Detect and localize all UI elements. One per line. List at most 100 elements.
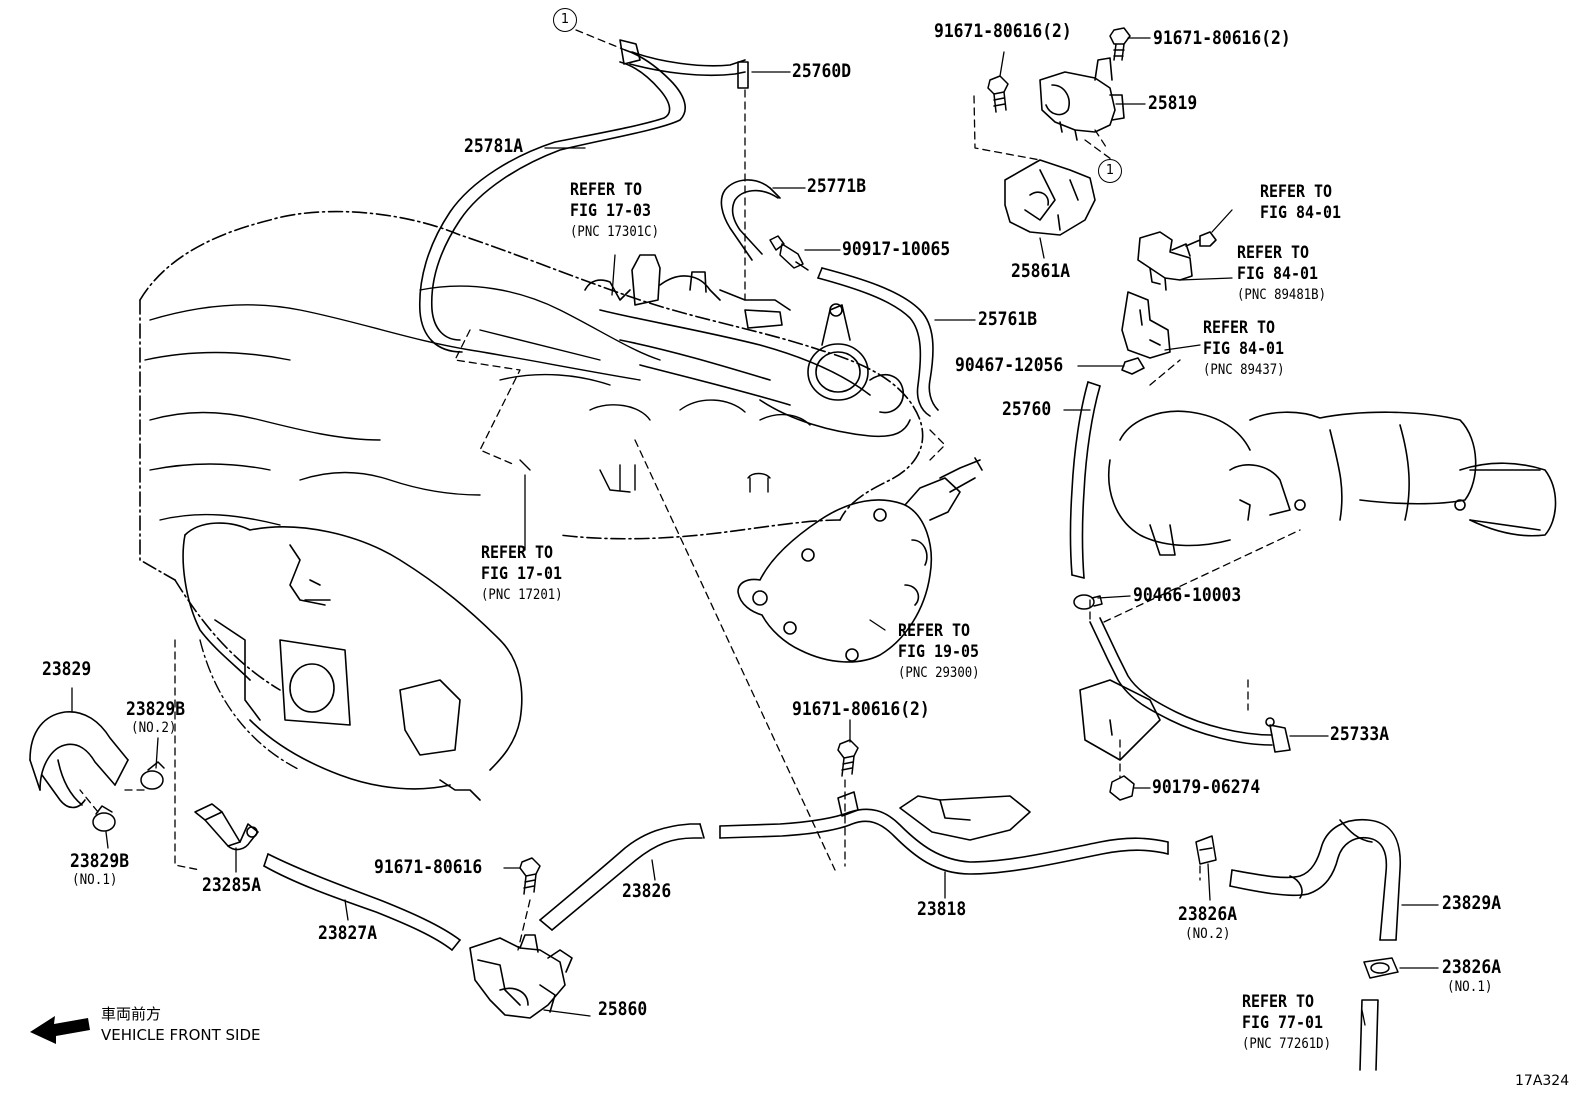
label-90466-10003: 90466-10003 bbox=[1133, 584, 1242, 606]
refer-fig: FIG 17-01 bbox=[481, 564, 563, 584]
label-90467-12056: 90467-12056 bbox=[955, 354, 1064, 376]
callout-1-top: 1 bbox=[553, 8, 577, 32]
refer-line: REFER TO bbox=[1260, 182, 1333, 202]
label-91671-80616: 91671-80616 bbox=[374, 856, 483, 878]
refer-line: REFER TO bbox=[1203, 318, 1276, 338]
vsv-25860 bbox=[469, 934, 573, 1019]
refer-line: REFER TO bbox=[481, 543, 554, 563]
label-91671-80616-2-b: 91671-80616(2) bbox=[1153, 27, 1291, 49]
refer-fig: FIG 84-01 bbox=[1260, 203, 1342, 223]
clamp-90466-10003 bbox=[1073, 594, 1103, 610]
part-23285A bbox=[194, 803, 259, 851]
label-91671-80616-2-c: 91671-80616(2) bbox=[792, 698, 930, 720]
hose-25771B bbox=[720, 179, 781, 261]
diagram-id: 17A324 bbox=[1515, 1073, 1570, 1089]
label-90917-10065: 90917-10065 bbox=[842, 238, 951, 260]
note-no2-23826A: (NO.2) bbox=[1185, 926, 1231, 942]
label-23826A-no1: 23826A bbox=[1442, 956, 1502, 978]
pipe-25733A bbox=[1079, 617, 1291, 761]
label-25861A: 25861A bbox=[1011, 260, 1071, 282]
refer-fig: FIG 77-01 bbox=[1242, 1013, 1324, 1033]
bolt-91671-80616-lower bbox=[519, 857, 541, 895]
label-25733A: 25733A bbox=[1330, 723, 1390, 745]
engine-block-outline bbox=[139, 210, 924, 691]
air-cleaner-assembly bbox=[182, 522, 523, 801]
refer-fig-19-05: REFER TO FIG 19-05 (PNC 29300) bbox=[898, 621, 980, 684]
note-no1-23826A: (NO.1) bbox=[1447, 979, 1493, 995]
note-no2-23829B: (NO.2) bbox=[131, 720, 177, 736]
engine-block-detail bbox=[144, 285, 811, 526]
hose-23829 bbox=[29, 711, 129, 809]
hose-25761B bbox=[817, 267, 939, 417]
label-23826: 23826 bbox=[622, 880, 672, 902]
exhaust-assembly bbox=[1108, 410, 1557, 556]
label-91671-80616-2-a: 91671-80616(2) bbox=[934, 20, 1072, 42]
note-no1-23829B: (NO.1) bbox=[72, 872, 118, 888]
refer-pnc: (PNC 17301C) bbox=[570, 224, 660, 240]
sensor-bracket-assembly bbox=[1121, 231, 1217, 375]
vacuum-pump bbox=[737, 457, 983, 663]
intake-assembly bbox=[584, 254, 911, 438]
label-25860: 25860 bbox=[598, 998, 648, 1020]
hose-23827A bbox=[263, 853, 461, 951]
hose-25760 bbox=[1069, 381, 1101, 579]
refer-pnc: (PNC 29300) bbox=[898, 665, 980, 681]
clamp-23826A-no2 bbox=[1195, 835, 1217, 865]
refer-line: REFER TO bbox=[1237, 243, 1310, 263]
refer-fig-84-01-c: REFER TO FIG 84-01 (PNC 89437) bbox=[1203, 318, 1285, 381]
front-arrow-icon bbox=[30, 1016, 90, 1044]
label-25771B: 25771B bbox=[807, 175, 867, 197]
front-en: VEHICLE FRONT SIDE bbox=[101, 1026, 261, 1044]
refer-line: REFER TO bbox=[898, 621, 971, 641]
refer-fig: FIG 84-01 bbox=[1203, 339, 1285, 359]
refer-fig: FIG 84-01 bbox=[1237, 264, 1319, 284]
clamp-23829B-no2 bbox=[140, 761, 165, 790]
label-25760: 25760 bbox=[1002, 398, 1052, 420]
label-23829B-no2: 23829B bbox=[126, 698, 186, 720]
refer-pnc: (PNC 17201) bbox=[481, 587, 563, 603]
bracket-25861A bbox=[1004, 159, 1096, 236]
label-25760D: 25760D bbox=[792, 60, 852, 82]
nut-90179-06274 bbox=[1109, 775, 1135, 801]
bolt-91671-80616-top-right bbox=[1109, 27, 1131, 61]
callout-1-right: 1 bbox=[1098, 159, 1122, 183]
clamp-23826A-no1 bbox=[1363, 957, 1399, 979]
label-23285A: 23285A bbox=[202, 874, 262, 896]
dash-lines bbox=[79, 29, 1301, 951]
air-cleaner-dash bbox=[199, 639, 301, 771]
label-23829: 23829 bbox=[42, 658, 92, 680]
label-25781A: 25781A bbox=[464, 135, 524, 157]
label-23826A-no2: 23826A bbox=[1178, 903, 1238, 925]
refer-line: REFER TO bbox=[1242, 992, 1315, 1012]
hose-77261D bbox=[1359, 999, 1379, 1071]
label-23818: 23818 bbox=[917, 898, 967, 920]
refer-pnc: (PNC 77261D) bbox=[1242, 1036, 1332, 1052]
refer-fig: FIG 17-03 bbox=[570, 201, 652, 221]
hose-23829A bbox=[1229, 819, 1402, 941]
refer-fig-84-01-b: REFER TO FIG 84-01 (PNC 89481B) bbox=[1237, 243, 1326, 306]
label-23827A: 23827A bbox=[318, 922, 378, 944]
refer-fig: FIG 19-05 bbox=[898, 642, 980, 662]
refer-fig-17-03: REFER TO FIG 17-03 (PNC 17301C) bbox=[570, 180, 659, 243]
hose-25781A bbox=[418, 39, 749, 353]
pipe-23818 bbox=[719, 791, 1169, 875]
hose-23826 bbox=[539, 823, 705, 931]
refer-pnc: (PNC 89481B) bbox=[1237, 287, 1327, 303]
bolt-91671-80616-middle bbox=[837, 739, 859, 777]
refer-fig-77-01: REFER TO FIG 77-01 (PNC 77261D) bbox=[1242, 992, 1331, 1055]
label-23829A: 23829A bbox=[1442, 892, 1502, 914]
bolt-91671-80616-top-left bbox=[987, 75, 1009, 113]
leader-lines bbox=[71, 37, 1439, 1026]
label-90179-06274: 90179-06274 bbox=[1152, 776, 1261, 798]
vehicle-front-label: 車両前方 VEHICLE FRONT SIDE bbox=[101, 1004, 261, 1046]
refer-line: REFER TO bbox=[570, 180, 643, 200]
label-23829B-no1: 23829B bbox=[70, 850, 130, 872]
label-25819: 25819 bbox=[1148, 92, 1198, 114]
refer-fig-84-01-a: REFER TO FIG 84-01 bbox=[1260, 182, 1341, 224]
refer-fig-17-01: REFER TO FIG 17-01 (PNC 17201) bbox=[481, 543, 563, 606]
refer-pnc: (PNC 89437) bbox=[1203, 362, 1285, 378]
label-25761B: 25761B bbox=[978, 308, 1038, 330]
vsv-25819 bbox=[1039, 57, 1125, 141]
